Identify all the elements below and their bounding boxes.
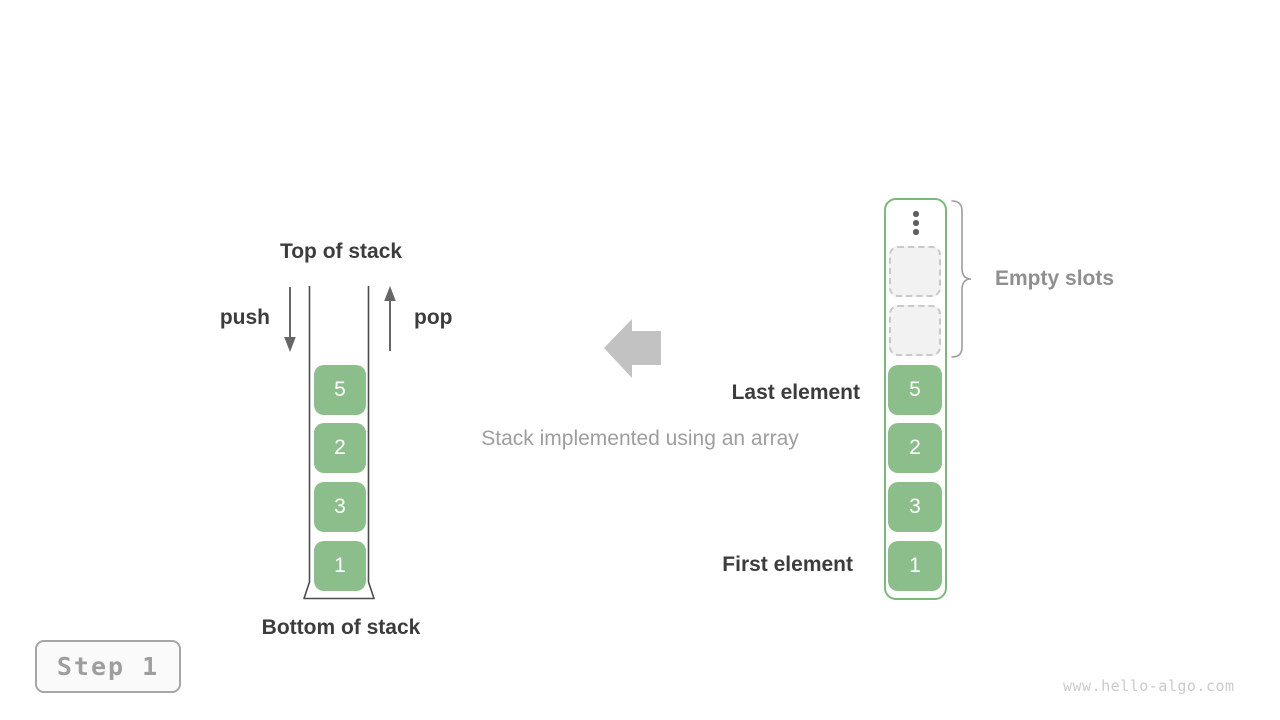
stack-element-value: 2 bbox=[334, 436, 346, 460]
first-element-label: First element bbox=[722, 553, 853, 576]
last-element-label: Last element bbox=[731, 381, 860, 404]
watermark-text: www.hello-algo.com bbox=[1063, 677, 1235, 695]
ellipsis-dot bbox=[913, 211, 919, 217]
right-array-elements: 5 2 3 1 bbox=[888, 364, 942, 591]
array-element-value: 2 bbox=[909, 436, 921, 460]
stack-element: 5 bbox=[314, 364, 366, 415]
stack-element-value: 3 bbox=[334, 494, 346, 518]
array-element-value: 3 bbox=[909, 494, 921, 518]
curly-brace-icon bbox=[951, 200, 972, 358]
empty-slots-label: Empty slots bbox=[995, 267, 1115, 290]
bottom-of-stack-label: Bottom of stack bbox=[261, 616, 421, 639]
stack-element-value: 5 bbox=[334, 377, 346, 401]
step-badge: Step 1 bbox=[35, 640, 181, 693]
stack-element-value: 1 bbox=[334, 553, 346, 577]
ellipsis-icon bbox=[913, 211, 919, 235]
caption-text: Stack implemented using an array bbox=[481, 427, 799, 450]
ellipsis-dot bbox=[913, 220, 919, 226]
push-arrow-icon bbox=[284, 287, 296, 352]
array-element-value: 5 bbox=[909, 377, 921, 401]
stack-element: 3 bbox=[314, 481, 366, 532]
empty-slot bbox=[889, 305, 941, 356]
array-element-value: 1 bbox=[909, 553, 921, 577]
pop-arrow-icon bbox=[384, 286, 396, 351]
array-element: 2 bbox=[888, 423, 942, 474]
left-stack-elements: 5 2 3 1 bbox=[314, 364, 366, 591]
array-element: 3 bbox=[888, 481, 942, 532]
empty-slot bbox=[889, 246, 941, 297]
stack-element: 2 bbox=[314, 423, 366, 474]
ellipsis-dot bbox=[913, 229, 919, 235]
array-element: 5 bbox=[888, 364, 942, 415]
array-element: 1 bbox=[888, 540, 942, 591]
push-label: push bbox=[219, 306, 270, 329]
top-of-stack-label: Top of stack bbox=[279, 240, 403, 263]
step-badge-label: Step 1 bbox=[56, 652, 160, 681]
stack-element: 1 bbox=[314, 540, 366, 591]
left-block-arrow-icon bbox=[604, 319, 661, 378]
pop-label: pop bbox=[414, 306, 453, 329]
